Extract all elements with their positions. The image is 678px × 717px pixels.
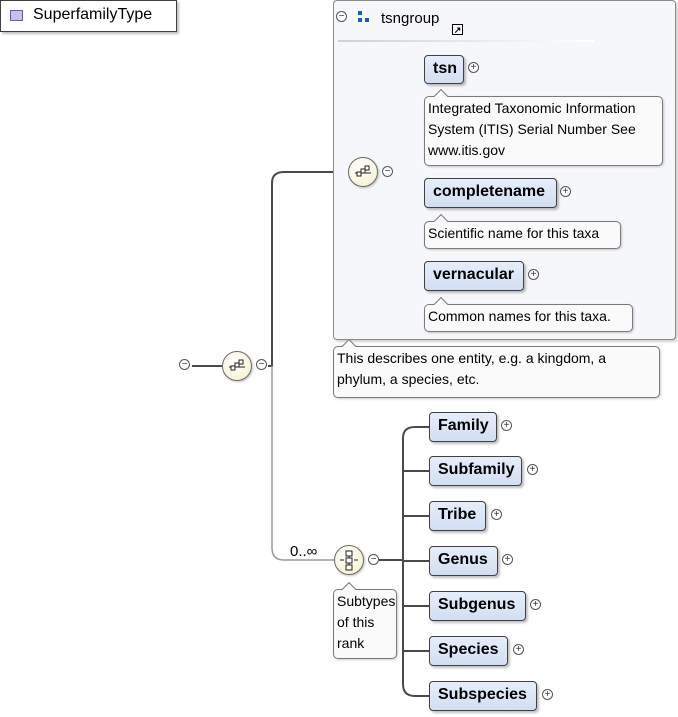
sequence-icon (229, 359, 245, 371)
group-title: tsngroup (381, 10, 440, 27)
element-genus[interactable]: Genus (429, 546, 498, 576)
choice-annotation-text: Subtypes of this rank (337, 593, 396, 651)
sequence-collapse-button[interactable]: − (256, 359, 267, 370)
group-sequence-collapse-button[interactable]: − (382, 166, 393, 177)
element-subspecies[interactable]: Subspecies (429, 681, 537, 711)
genus-expand-button[interactable]: + (502, 554, 513, 565)
element-species[interactable]: Species (429, 636, 508, 666)
sequence-compositor-group[interactable] (348, 157, 378, 187)
completename-annotation: Scientific name for this taxa (424, 221, 621, 249)
species-expand-button[interactable]: + (513, 644, 524, 655)
element-completename[interactable]: completename (424, 178, 557, 208)
choice-icon (340, 550, 358, 571)
root-collapse-button[interactable]: − (179, 359, 190, 370)
link-icon[interactable]: ↗ (452, 24, 463, 35)
subspecies-expand-button[interactable]: + (542, 689, 553, 700)
tribe-expand-button[interactable]: + (491, 509, 502, 520)
tsn-annotation-text: Integrated Taxonomic Information System … (428, 100, 636, 158)
choice-collapse-button[interactable]: − (368, 554, 379, 565)
group-title-separator (338, 40, 594, 42)
choice-bracket-top (402, 426, 430, 560)
element-vernacular[interactable]: vernacular (424, 261, 524, 291)
group-icon (358, 11, 369, 22)
root-element-label: SuperfamilyType (33, 6, 153, 23)
branch-to-group-connector (268, 171, 348, 367)
family-expand-button[interactable]: + (501, 420, 512, 431)
subgenus-expand-button[interactable]: + (530, 599, 541, 610)
tsn-expand-button[interactable]: + (468, 62, 479, 73)
group-collapse-button[interactable]: − (336, 11, 347, 22)
tsn-annotation: Integrated Taxonomic Information System … (424, 96, 663, 166)
root-element-superfamilytype[interactable]: SuperfamilyType (0, 0, 177, 32)
group-annotation-text: This describes one entity, e.g. a kingdo… (337, 350, 606, 387)
completename-expand-button[interactable]: + (560, 186, 571, 197)
element-subfamily[interactable]: Subfamily (429, 456, 522, 486)
sequence-icon (355, 165, 371, 177)
vernacular-annotation: Common names for this taxa. (424, 304, 633, 332)
subfamily-expand-button[interactable]: + (527, 464, 538, 475)
choice-cardinality: 0..∞ (290, 543, 318, 560)
choice-bracket-bottom (402, 560, 430, 697)
group-annotation: This describes one entity, e.g. a kingdo… (333, 346, 660, 398)
element-subgenus[interactable]: Subgenus (429, 591, 526, 621)
completename-annotation-text: Scientific name for this taxa (428, 225, 600, 241)
choice-annotation: Subtypes of this rank (333, 589, 397, 659)
element-tribe[interactable]: Tribe (429, 501, 486, 531)
complex-type-icon (10, 10, 23, 21)
branch-to-choice-connector (271, 366, 334, 561)
vernacular-expand-button[interactable]: + (528, 269, 539, 280)
element-tsn[interactable]: tsn (424, 55, 464, 84)
element-family[interactable]: Family (429, 412, 497, 442)
vernacular-annotation-text: Common names for this taxa. (428, 308, 611, 324)
choice-compositor[interactable] (334, 545, 364, 575)
sequence-compositor-root[interactable] (222, 351, 252, 381)
